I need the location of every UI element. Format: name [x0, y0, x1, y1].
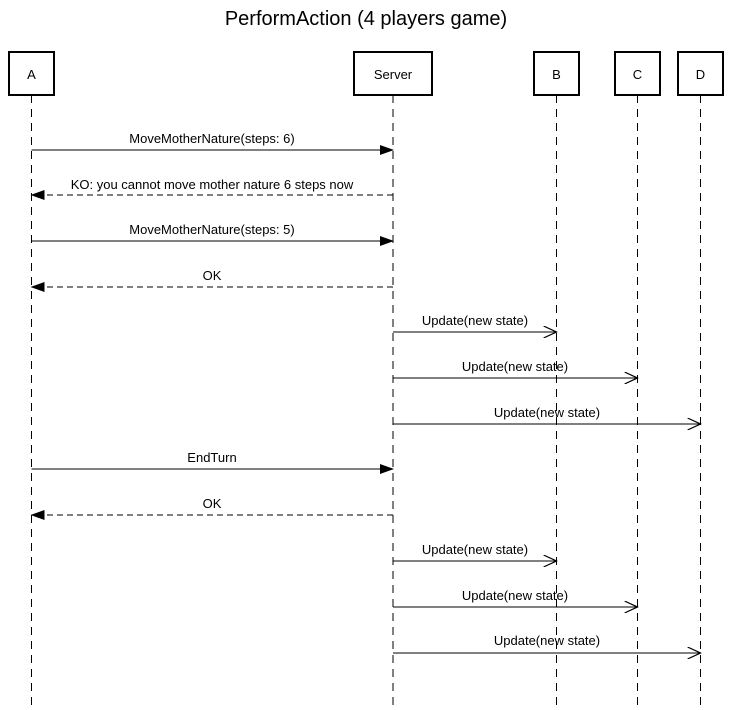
- participant-server: Server: [353, 51, 433, 96]
- message-2-label: KO: you cannot move mother nature 6 step…: [71, 177, 354, 192]
- participant-d: D: [677, 51, 724, 96]
- message-12-label: Update(new state): [494, 633, 600, 648]
- message-8-label: EndTurn: [187, 450, 236, 465]
- message-10-label: Update(new state): [422, 542, 528, 557]
- message-4: OK: [30, 268, 393, 292]
- message-9-label: OK: [203, 496, 222, 511]
- message-7: Update(new state): [393, 405, 701, 424]
- message-1-label: MoveMotherNature(steps: 6): [129, 131, 294, 146]
- message-4-label: OK: [203, 268, 222, 283]
- message-8: EndTurn: [31, 450, 394, 474]
- message-12: Update(new state): [393, 633, 701, 653]
- participant-b-label: B: [552, 67, 561, 82]
- participant-a-label: A: [27, 67, 36, 82]
- message-10: Update(new state): [393, 542, 557, 561]
- participant-a: A: [8, 51, 55, 96]
- participant-c-label: C: [633, 67, 642, 82]
- participant-c: C: [614, 51, 661, 96]
- participant-server-label: Server: [374, 67, 413, 82]
- participant-d-label: D: [696, 67, 705, 82]
- message-11: Update(new state): [393, 588, 638, 607]
- diagram-title: PerformAction (4 players game): [225, 8, 507, 30]
- participant-b: B: [533, 51, 580, 96]
- message-5-label: Update(new state): [422, 313, 528, 328]
- message-2: KO: you cannot move mother nature 6 step…: [30, 177, 393, 200]
- message-7-label: Update(new state): [494, 405, 600, 420]
- message-3-label: MoveMotherNature(steps: 5): [129, 222, 294, 237]
- message-9: OK: [30, 496, 393, 520]
- message-5: Update(new state): [393, 313, 557, 332]
- message-11-label: Update(new state): [462, 588, 568, 603]
- message-6-label: Update(new state): [462, 359, 568, 374]
- message-6: Update(new state): [393, 359, 638, 378]
- message-3: MoveMotherNature(steps: 5): [31, 222, 394, 246]
- message-1: MoveMotherNature(steps: 6): [31, 131, 394, 155]
